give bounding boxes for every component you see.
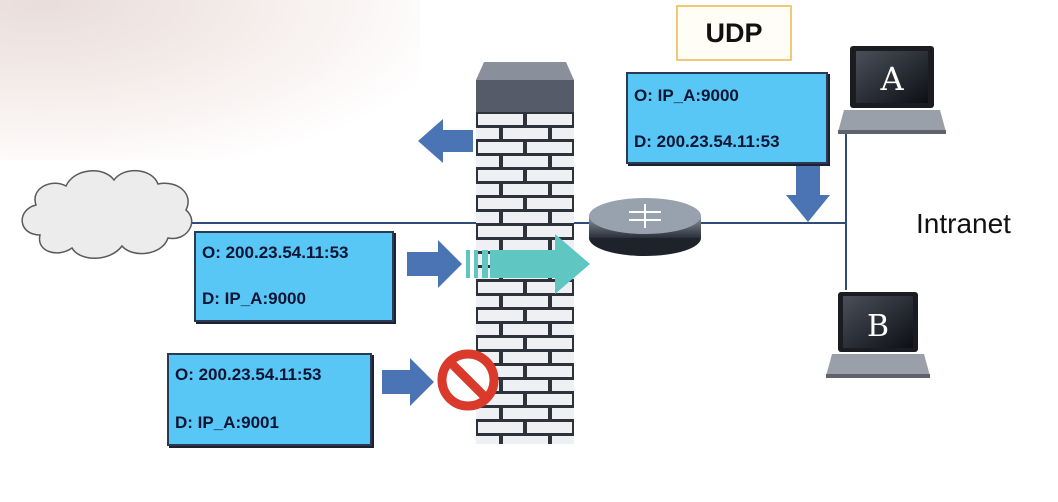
router-icon: [589, 198, 701, 256]
blocked-arrow-icon: [382, 358, 434, 406]
background-glow: [0, 0, 420, 160]
blocked-icon: [437, 349, 499, 411]
host-a-label: A: [879, 60, 904, 98]
outbound-arrow-icon: [418, 119, 473, 163]
host-b-label: B: [867, 309, 889, 344]
pass-through-arrow-icon: [466, 234, 590, 294]
packet-destination: D: 200.23.54.11:53: [634, 132, 780, 151]
down-arrow-icon: [786, 165, 830, 222]
outgoing-packet: O: IP_A:9000 D: 200.23.54.11:53: [626, 72, 828, 164]
packet-origin: O: IP_A:9000: [634, 86, 739, 105]
udp-label: UDP: [705, 18, 763, 48]
laptop-icon: [826, 292, 930, 378]
packet-destination: D: IP_A:9001: [175, 413, 279, 432]
intranet-label: Intranet: [916, 208, 1011, 239]
laptop-icon: [838, 46, 946, 134]
packet-destination: D: IP_A:9000: [202, 289, 306, 308]
reply-blocked-packet: O: 200.23.54.11:53 D: IP_A:9001: [167, 353, 372, 446]
packet-origin: O: 200.23.54.11:53: [175, 365, 322, 384]
cloud-icon: [21, 170, 193, 259]
inbound-arrow-icon: [407, 240, 462, 288]
udp-label-box: UDP: [676, 5, 792, 61]
reply-allowed-packet: O: 200.23.54.11:53 D: IP_A:9000: [194, 231, 394, 322]
packet-origin: O: 200.23.54.11:53: [202, 243, 349, 262]
